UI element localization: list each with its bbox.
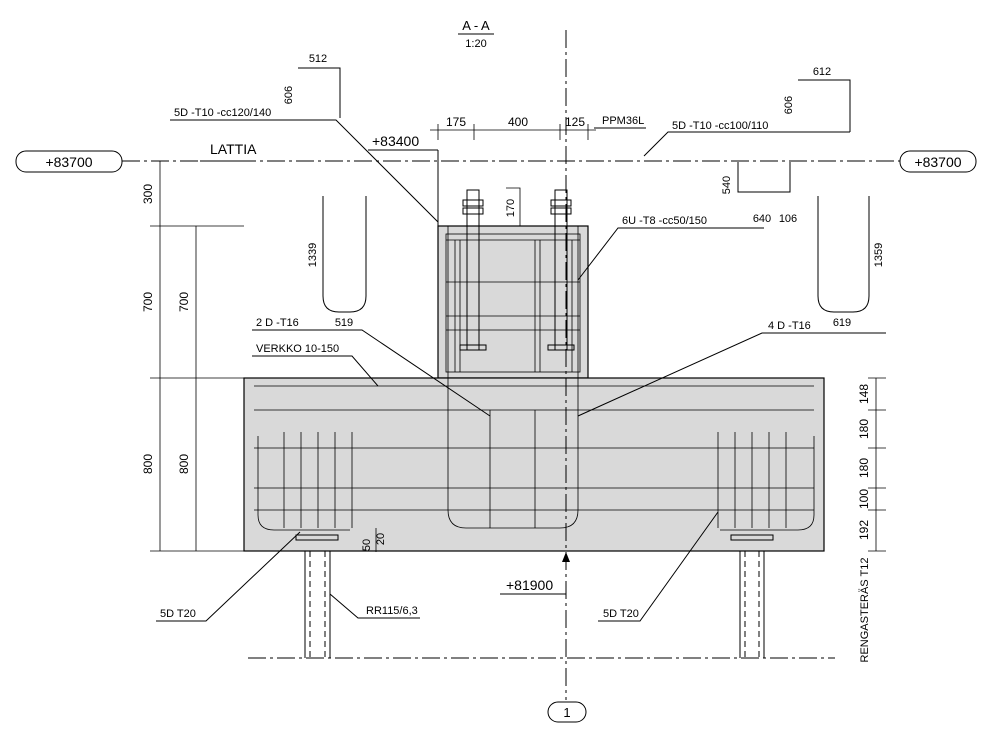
callout-anchor: PPM36L bbox=[602, 115, 644, 127]
callout-pile: RR115/6,3 bbox=[366, 605, 418, 617]
dim-left-outer-1: 300 bbox=[141, 184, 155, 204]
callout-t20-right: 5D T20 bbox=[603, 608, 639, 620]
dim-bolt: 170 bbox=[505, 199, 517, 217]
floor-label: LATTIA bbox=[210, 141, 257, 157]
callout-d16-left: 2 D -T16 bbox=[256, 317, 299, 329]
callout-t10-right: 5D -T10 -cc100/110 bbox=[672, 120, 768, 132]
pile-right bbox=[739, 551, 765, 658]
dim-right bbox=[868, 377, 886, 552]
pedestal bbox=[437, 225, 589, 379]
level-right: +83700 bbox=[914, 154, 961, 170]
ring-bar-label: RENGASTERÄS T12 bbox=[859, 558, 871, 663]
dim-left-inner-1: 700 bbox=[177, 292, 191, 312]
u-right-base: 619 bbox=[833, 317, 851, 329]
callout-stirrups: 6U -T8 -cc50/150 bbox=[622, 215, 707, 227]
callout-t10-left: 5D -T10 -cc120/140 bbox=[174, 107, 271, 119]
bend-hook-leg: 540 bbox=[721, 176, 733, 194]
dim-left-outer-3: 800 bbox=[141, 454, 155, 474]
dim-top-a: 175 bbox=[446, 115, 466, 129]
dim-bottom-b: 20 bbox=[375, 533, 387, 545]
section-title: A - A bbox=[462, 18, 490, 33]
level-bottom: +81900 bbox=[506, 577, 553, 593]
level-top-of-pedestal: +83400 bbox=[372, 133, 419, 149]
dim-top-b: 400 bbox=[508, 115, 528, 129]
pile-left bbox=[304, 551, 331, 658]
callout-d16-right: 4 D -T16 bbox=[768, 320, 811, 332]
dim-right-2: 180 bbox=[857, 419, 871, 439]
callout-t20-left: 5D T20 bbox=[160, 608, 196, 620]
anchor-bolt-left bbox=[459, 189, 487, 351]
dim-right-1: 148 bbox=[857, 384, 871, 404]
callout-mesh: VERKKO 10-150 bbox=[256, 343, 339, 355]
dim-left-outer-2: 700 bbox=[141, 292, 155, 312]
dim-right-5: 192 bbox=[857, 520, 871, 540]
u-right-leg: 1359 bbox=[873, 243, 885, 267]
dim-bottom-a: 50 bbox=[361, 539, 373, 551]
bend-right-top-length: 612 bbox=[813, 66, 831, 78]
dim-top-c: 125 bbox=[565, 115, 585, 129]
dim-right-3: 180 bbox=[857, 458, 871, 478]
level-left: +83700 bbox=[45, 154, 92, 170]
dim-left-outer bbox=[150, 161, 244, 552]
anchor-bolt-right bbox=[547, 189, 575, 351]
bend-left-top-leg: 606 bbox=[283, 86, 295, 104]
bend-left-top-length: 512 bbox=[309, 53, 327, 65]
footing bbox=[243, 377, 825, 552]
section-scale: 1:20 bbox=[465, 38, 486, 50]
u-left-leg: 1339 bbox=[307, 243, 319, 267]
bend-hook-b: 106 bbox=[779, 213, 797, 225]
bend-right-top-leg: 606 bbox=[783, 96, 795, 114]
dim-left-inner-2: 800 bbox=[177, 454, 191, 474]
bend-hook-a: 640 bbox=[753, 213, 771, 225]
footing-rebar bbox=[254, 385, 815, 531]
dim-top bbox=[430, 124, 596, 140]
dim-right-4: 100 bbox=[857, 489, 871, 509]
u-left-base: 519 bbox=[335, 317, 353, 329]
axis-label: 1 bbox=[563, 705, 570, 720]
